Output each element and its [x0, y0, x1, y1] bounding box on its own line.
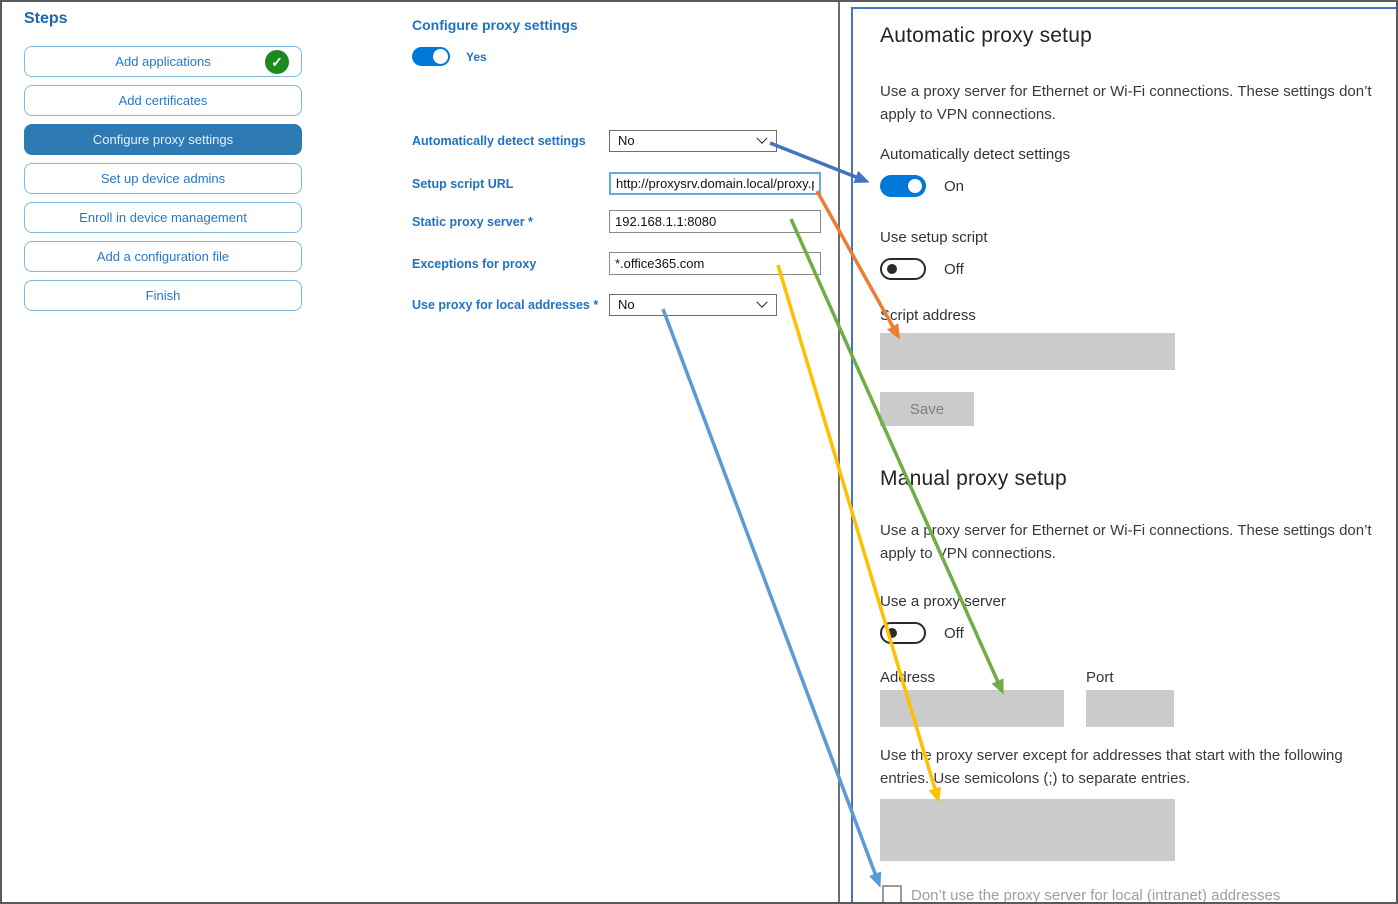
step-button-enroll-in-device-management[interactable]: Enroll in device management — [24, 202, 302, 233]
step-button-configure-proxy-settings[interactable]: Configure proxy settings — [24, 124, 302, 155]
step-button-label: Set up device admins — [100, 171, 226, 186]
completed-check-icon: ✓ — [265, 50, 289, 74]
input-setup-script-url[interactable] — [609, 172, 821, 195]
local-intranet-checkbox — [882, 885, 902, 902]
form-row-automatically-detect-settings: Automatically detect settings No — [412, 129, 824, 152]
step-button-label: Add certificates — [118, 93, 208, 108]
local-intranet-checkbox-label: Don’t use the proxy server for local (in… — [911, 887, 1281, 904]
use-proxy-server-toggle-row: Off — [880, 622, 964, 644]
form-row-static-proxy-server: Static proxy server * — [412, 210, 824, 233]
chevron-down-icon — [756, 296, 768, 308]
field-label: Exceptions for proxy — [412, 256, 537, 271]
address-input — [880, 690, 1064, 727]
toggle-knob — [908, 179, 922, 193]
step-button-add-applications[interactable]: Add applications ✓ — [24, 46, 302, 77]
input-exceptions-for-proxy[interactable] — [609, 252, 821, 275]
select-value: No — [618, 297, 635, 312]
configure-proxy-toggle-row: Yes — [412, 47, 487, 66]
toggle-knob — [887, 264, 897, 274]
step-button-label: Enroll in device management — [79, 210, 247, 225]
use-setup-script-label: Use setup script — [880, 229, 988, 246]
address-label: Address — [880, 669, 936, 686]
select-value: No — [618, 133, 635, 148]
windows-proxy-settings-panel: Automatic proxy setup Use a proxy server… — [851, 7, 1396, 904]
steps-panel-title: Steps — [24, 10, 68, 27]
port-label: Port — [1086, 669, 1114, 686]
port-input — [1086, 690, 1174, 727]
automatic-proxy-heading: Automatic proxy setup — [880, 24, 1092, 47]
step-button-add-certificates[interactable]: Add certificates — [24, 85, 302, 116]
field-label: Setup script URL — [412, 176, 514, 191]
toggle-knob — [433, 49, 448, 64]
step-button-finish[interactable]: Finish — [24, 280, 302, 311]
form-title: Configure proxy settings — [412, 17, 578, 33]
manual-proxy-description: Use a proxy server for Ethernet or Wi-Fi… — [880, 522, 1372, 562]
use-proxy-server-label: Use a proxy server — [880, 593, 1006, 610]
save-button: Save — [880, 392, 974, 426]
configure-proxy-toggle-label: Yes — [466, 49, 487, 64]
use-setup-script-state: Off — [944, 260, 964, 278]
step-button-label: Add a configuration file — [96, 249, 230, 264]
step-button-label: Finish — [145, 288, 181, 303]
select-automatically-detect-settings[interactable]: No — [609, 129, 777, 152]
window-divider — [838, 2, 840, 902]
field-label: Automatically detect settings — [412, 133, 586, 148]
local-intranet-checkbox-row: Don’t use the proxy server for local (in… — [882, 885, 1281, 904]
step-button-set-up-device-admins[interactable]: Set up device admins — [24, 163, 302, 194]
script-address-input — [880, 333, 1175, 370]
field-label: Use proxy for local addresses * — [412, 297, 599, 312]
step-button-add-a-configuration-file[interactable]: Add a configuration file — [24, 241, 302, 272]
chevron-down-icon — [756, 132, 768, 144]
configure-proxy-toggle[interactable] — [412, 47, 450, 66]
field-label: Static proxy server * — [412, 214, 533, 229]
step-button-label: Add applications — [115, 54, 211, 69]
toggle-knob — [887, 628, 897, 638]
auto-detect-toggle-row: On — [880, 175, 964, 197]
exceptions-textarea — [880, 799, 1175, 861]
auto-detect-label: Automatically detect settings — [880, 146, 1071, 163]
script-address-label: Script address — [880, 307, 976, 324]
select-use-proxy-for-local-addresses[interactable]: No — [609, 293, 777, 316]
use-proxy-server-state: Off — [944, 624, 964, 642]
form-row-exceptions-for-proxy: Exceptions for proxy — [412, 252, 824, 275]
auto-detect-state: On — [944, 177, 965, 195]
local-address-mapping-arrow — [661, 308, 882, 888]
use-setup-script-toggle[interactable] — [880, 258, 926, 280]
input-static-proxy-server[interactable] — [609, 210, 821, 233]
automatic-proxy-description: Use a proxy server for Ethernet or Wi-Fi… — [880, 83, 1372, 123]
use-setup-script-toggle-row: Off — [880, 258, 964, 280]
form-row-use-proxy-for-local-addresses: Use proxy for local addresses * No — [412, 293, 824, 316]
form-row-setup-script-url: Setup script URL — [412, 172, 824, 195]
exceptions-description: Use the proxy server except for addresse… — [880, 747, 1343, 787]
manual-proxy-heading: Manual proxy setup — [880, 467, 1067, 490]
use-proxy-server-toggle[interactable] — [880, 622, 926, 644]
auto-detect-toggle[interactable] — [880, 175, 926, 197]
step-button-label: Configure proxy settings — [92, 132, 234, 147]
